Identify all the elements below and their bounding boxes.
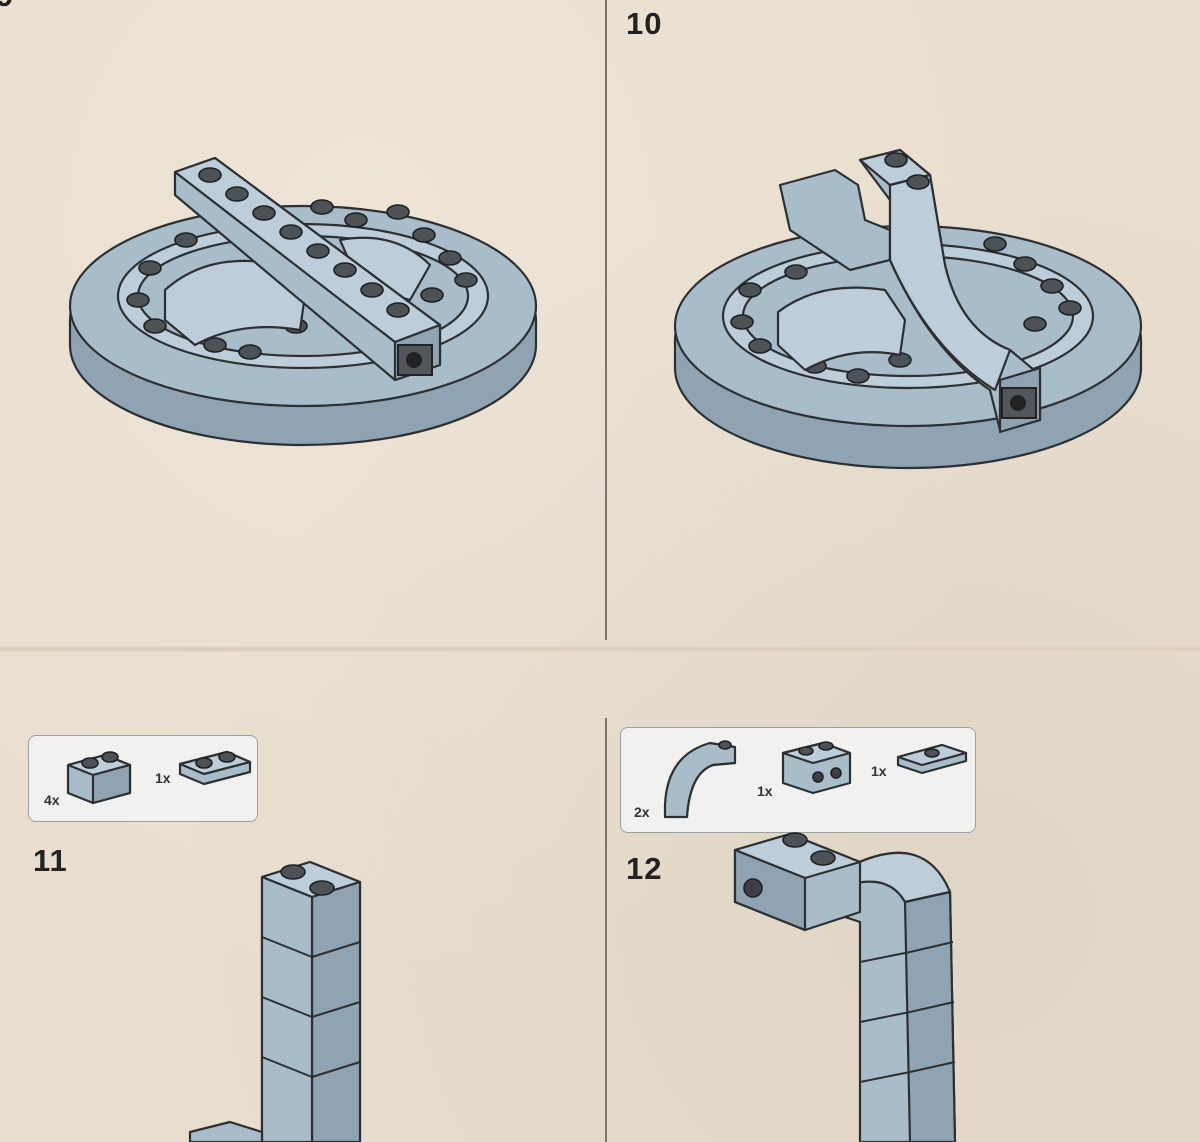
step-10-illustration <box>673 148 1143 470</box>
page-fold <box>0 646 1200 652</box>
divider-top <box>605 0 607 640</box>
step-9-illustration <box>68 156 538 447</box>
part-qty-brick: 4x <box>44 792 60 808</box>
part-brick-1x2 <box>66 751 132 805</box>
step-number-9: 9 <box>0 0 14 14</box>
part-qty-jumper: 1x <box>871 763 887 779</box>
step-number-11: 11 <box>33 843 68 878</box>
part-qty-plate: 1x <box>155 770 171 786</box>
part-bracket-1x2 <box>781 741 852 795</box>
part-qty-arch: 2x <box>634 804 650 820</box>
part-qty-bracket: 1x <box>757 783 773 799</box>
part-jumper-plate <box>896 743 968 775</box>
step-11-illustration <box>188 860 362 1142</box>
step-number-12: 12 <box>626 851 663 886</box>
step-number-10: 10 <box>626 6 663 41</box>
part-curved-arch <box>663 740 737 819</box>
part-plate-1x2 <box>178 750 252 786</box>
step-12-illustration <box>733 832 957 1142</box>
divider-bottom <box>605 718 607 1142</box>
